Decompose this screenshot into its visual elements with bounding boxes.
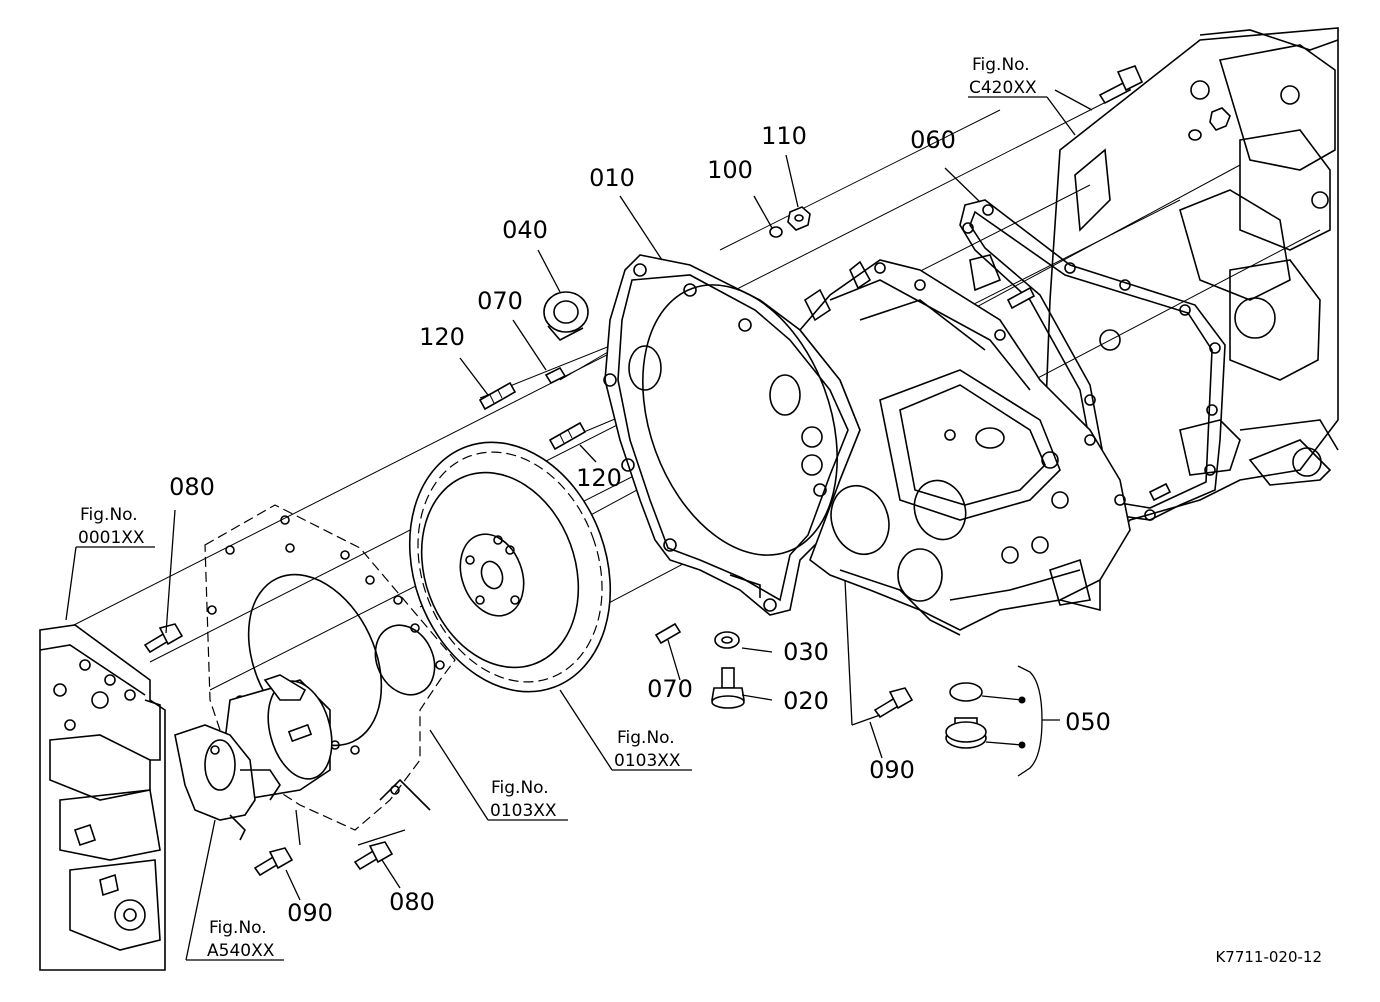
svg-text:A540XX: A540XX xyxy=(207,941,275,961)
stud-120-lower xyxy=(548,421,587,451)
bolt-top-right xyxy=(1098,64,1144,105)
engine-block xyxy=(39,624,166,971)
fig-ref-c420xx[interactable]: Fig.No. C420XX xyxy=(969,55,1037,98)
svg-text:Fig.No.: Fig.No. xyxy=(617,728,675,748)
nut-110 xyxy=(787,206,811,231)
bolt-020 xyxy=(711,667,745,709)
starter-motor xyxy=(174,674,333,841)
washer-030 xyxy=(714,631,740,649)
label-040: 040 xyxy=(502,216,548,244)
label-110: 110 xyxy=(761,122,807,150)
flywheel-housing xyxy=(603,254,861,616)
svg-text:Fig.No.: Fig.No. xyxy=(972,55,1030,75)
label-070-upper: 070 xyxy=(477,287,523,315)
figure-references: Fig.No. C420XX Fig.No. 0001XX Fig.No. 01… xyxy=(78,55,1037,961)
svg-text:0103XX: 0103XX xyxy=(614,751,681,771)
fig-ref-a540xx[interactable]: Fig.No. A540XX xyxy=(207,918,275,961)
pin-070-upper xyxy=(544,366,567,385)
pin-070-lower xyxy=(654,622,682,645)
label-080-lower: 080 xyxy=(389,888,435,916)
transmission-case xyxy=(798,254,1131,636)
fig-ref-0103xx-plate[interactable]: Fig.No. 0103XX xyxy=(490,778,557,821)
label-020: 020 xyxy=(783,687,829,715)
washer-100 xyxy=(769,226,783,238)
svg-text:0103XX: 0103XX xyxy=(490,801,557,821)
label-050: 050 xyxy=(1065,708,1111,736)
bolt-090-right xyxy=(873,687,914,719)
small-parts xyxy=(143,64,1231,877)
label-090-left: 090 xyxy=(287,899,333,927)
bolt-080-lower xyxy=(353,841,394,871)
svg-text:Fig.No.: Fig.No. xyxy=(491,778,549,798)
part-labels: 010 040 070 120 100 110 060 120 080 030 … xyxy=(169,122,1111,927)
oil-seal-040 xyxy=(543,291,589,342)
drain-plug-050 xyxy=(945,717,987,749)
stud-060-area xyxy=(1006,286,1036,310)
label-090-right: 090 xyxy=(869,756,915,784)
fig-ref-0001xx[interactable]: Fig.No. 0001XX xyxy=(78,505,145,548)
stud-120-upper xyxy=(478,381,517,411)
svg-text:Fig.No.: Fig.No. xyxy=(80,505,138,525)
label-010: 010 xyxy=(589,164,635,192)
washer-top-right xyxy=(1188,107,1231,141)
label-060: 060 xyxy=(910,126,956,154)
label-030: 030 xyxy=(783,638,829,666)
bolt-080-upper xyxy=(143,623,184,654)
adapter-plate xyxy=(204,504,456,831)
o-ring-050 xyxy=(949,682,983,702)
flywheel xyxy=(408,441,612,693)
label-100: 100 xyxy=(707,156,753,184)
label-080-upper: 080 xyxy=(169,473,215,501)
svg-text:C420XX: C420XX xyxy=(969,78,1037,98)
leader-lines xyxy=(65,89,1093,961)
label-120-lower: 120 xyxy=(576,464,622,492)
bolt-090-left xyxy=(253,847,294,877)
svg-text:Fig.No.: Fig.No. xyxy=(209,918,267,938)
drawing-code: K7711-020-12 xyxy=(1215,948,1322,966)
label-070-lower: 070 xyxy=(647,675,693,703)
fig-ref-0103xx-flywheel[interactable]: Fig.No. 0103XX xyxy=(614,728,681,771)
label-120-upper: 120 xyxy=(419,323,465,351)
svg-text:0001XX: 0001XX xyxy=(78,528,145,548)
pin-right xyxy=(1148,482,1172,502)
